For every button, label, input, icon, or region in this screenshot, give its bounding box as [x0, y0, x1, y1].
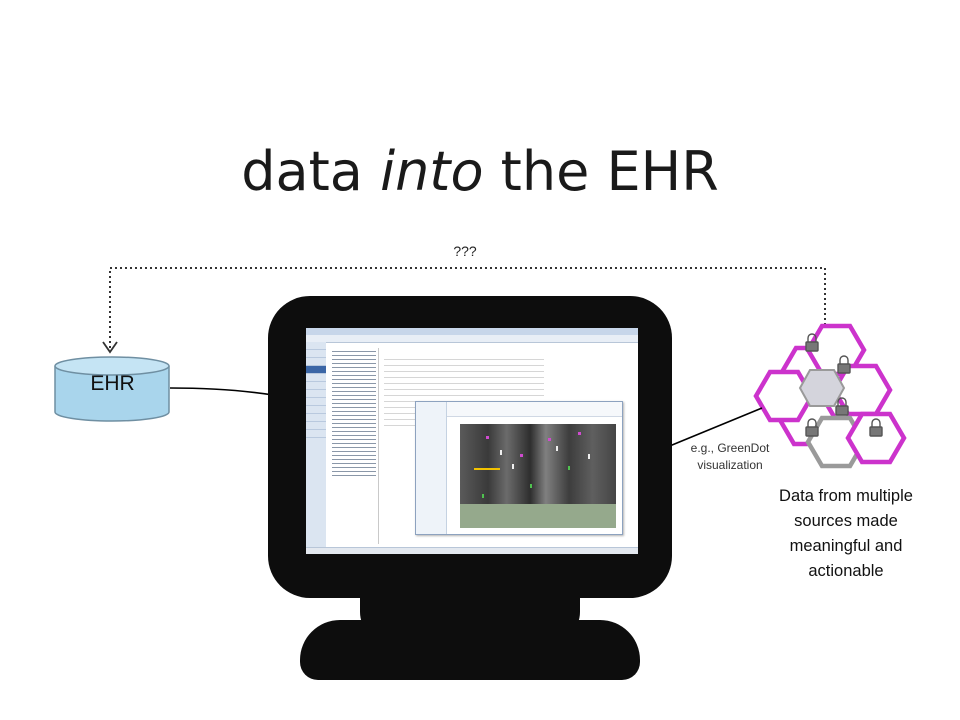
magenta-dot — [486, 436, 489, 439]
ehr-label: EHR — [90, 372, 135, 395]
screen-statusbar — [306, 547, 638, 554]
green-band — [460, 504, 616, 528]
greendot-heatmap — [460, 424, 616, 528]
green-dot — [482, 494, 484, 498]
screen-tree — [328, 348, 379, 544]
nav-item — [306, 382, 326, 390]
greendot-caption: e.g., GreenDot visualization — [690, 441, 770, 472]
hexagon — [753, 369, 815, 423]
padlock-icon — [805, 418, 819, 437]
nav-item — [306, 374, 326, 382]
hexagon-cluster-icon — [753, 323, 907, 469]
nav-item — [306, 406, 326, 414]
white-dot — [500, 450, 502, 455]
nav-item — [306, 414, 326, 422]
magenta-dot — [578, 432, 581, 435]
padlock-icons — [805, 333, 883, 437]
slide-title: data into the EHR — [0, 140, 960, 203]
nav-item — [306, 422, 326, 430]
white-dot — [512, 464, 514, 469]
title-text-the-ehr: the EHR — [483, 140, 719, 203]
magenta-dot — [548, 438, 551, 441]
dotted-connector-arrowhead — [102, 341, 118, 354]
nav-item — [306, 342, 326, 350]
nav-item — [306, 430, 326, 438]
hexagon — [845, 411, 907, 465]
white-dot — [556, 446, 558, 451]
title-text-into: into — [380, 140, 484, 203]
hexagon-center — [798, 369, 846, 407]
nav-item — [306, 390, 326, 398]
dotted-connector — [109, 267, 826, 360]
green-dot — [568, 466, 570, 470]
nav-item — [306, 358, 326, 366]
magenta-dot — [520, 454, 523, 457]
padlock-icon — [837, 355, 851, 374]
popup-toolbar — [447, 402, 622, 417]
white-dot — [588, 454, 590, 459]
screen-left-nav — [306, 342, 326, 554]
greendot-visualization-window — [415, 401, 623, 535]
nav-item — [306, 350, 326, 358]
hexagon — [805, 415, 867, 469]
screen-titlebar — [306, 328, 638, 335]
padlock-icon — [869, 418, 883, 437]
nav-item — [306, 398, 326, 406]
padlock-icon — [805, 333, 819, 352]
title-text-data: data — [241, 140, 381, 203]
popup-sidebar — [416, 402, 447, 534]
yellow-marker — [474, 468, 500, 470]
ehr-screenshot — [306, 328, 638, 554]
green-dot — [530, 484, 532, 488]
padlock-icon — [835, 397, 849, 416]
nav-item-selected — [306, 366, 326, 374]
data-sources-caption: Data from multiple sources made meaningf… — [779, 487, 913, 580]
screen-toolbar — [306, 335, 638, 343]
ehr-database-cylinder — [54, 356, 170, 422]
monitor-stand-base — [300, 620, 640, 680]
question-marks: ??? — [453, 243, 477, 259]
